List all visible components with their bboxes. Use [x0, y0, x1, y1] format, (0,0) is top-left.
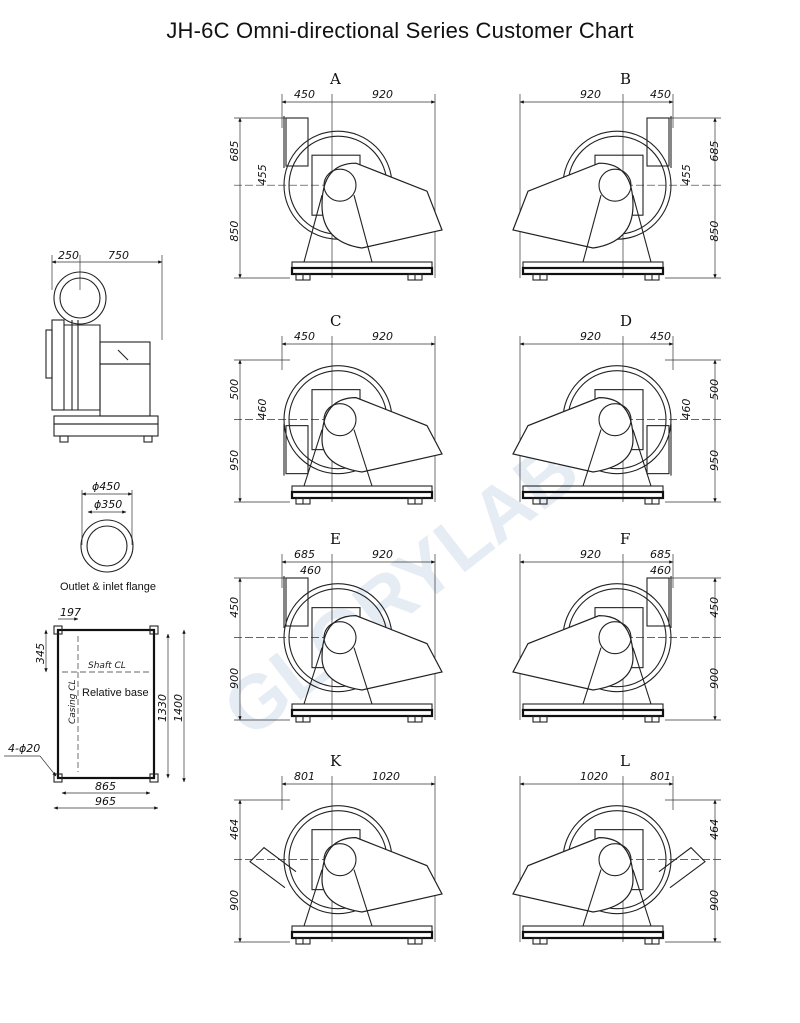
top-dim-left: 685 [294, 548, 315, 561]
base-plan: 197 345 Shaft CL Casing CL Relative base… [4, 606, 186, 810]
flange-caption: Outlet & inlet flange [60, 581, 156, 593]
top-dim-right: 450 [650, 330, 671, 343]
side-dim-right: 750 [108, 249, 129, 262]
shaft-cl-label: Shaft CL [88, 661, 126, 671]
height-dim-lower: 950 [708, 450, 721, 471]
inner-dim-horizontal: 460 [650, 564, 671, 577]
view-label: D [620, 312, 632, 330]
top-dim-right: 920 [372, 330, 393, 343]
height-dim-upper: 464 [228, 819, 241, 840]
view-f: F 920 685 450 900 460 [512, 530, 721, 723]
view-label: F [620, 530, 630, 548]
height-dim-upper: 450 [228, 597, 241, 618]
page-title: JH-6C Omni-directional Series Customer C… [166, 18, 634, 43]
top-dim-right: 920 [372, 88, 393, 101]
height-dim-lower: 900 [708, 668, 721, 689]
view-label: B [620, 70, 631, 88]
side-dim-left: 250 [58, 249, 79, 262]
view-label: L [620, 752, 630, 770]
base-outer-width: 965 [95, 795, 116, 808]
top-dim-left: 920 [580, 88, 601, 101]
inner-dim: 460 [680, 399, 693, 420]
relative-base-label: Relative base [82, 687, 149, 699]
height-dim-upper: 500 [708, 379, 721, 400]
view-c: C 450 920 500 950 460 [228, 312, 443, 505]
height-dim-lower: 850 [228, 221, 241, 242]
base-outer-height: 1400 [172, 694, 185, 722]
inner-dim: 455 [680, 164, 693, 185]
view-a: A 450 920 685 850 455 [228, 70, 443, 281]
top-dim-left: 920 [580, 330, 601, 343]
height-dim-lower: 900 [228, 668, 241, 689]
height-dim-upper: 500 [228, 379, 241, 400]
height-dim-upper: 685 [708, 141, 721, 162]
base-inner-width: 865 [95, 780, 116, 793]
height-dim-lower: 850 [708, 221, 721, 242]
base-inner-height: 1330 [156, 694, 169, 722]
view-b: B 920 450 685 850 455 [512, 70, 721, 281]
top-dim-left: 801 [294, 770, 315, 783]
view-l: L 1020 801 464 900 [512, 752, 721, 945]
flange-outer-dim: ϕ450 [92, 480, 120, 493]
height-dim-lower: 900 [708, 890, 721, 911]
height-dim-lower: 900 [228, 890, 241, 911]
top-dim-right: 920 [372, 548, 393, 561]
top-dim-right: 450 [650, 88, 671, 101]
view-label: A [329, 70, 341, 88]
base-holes-label: 4-ϕ20 [8, 742, 40, 755]
height-dim-upper: 685 [228, 141, 241, 162]
height-dim-upper: 450 [708, 597, 721, 618]
top-dim-right: 685 [650, 548, 671, 561]
inner-dim: 455 [256, 164, 269, 185]
top-dim-left: 450 [294, 330, 315, 343]
top-dim-left: 450 [294, 88, 315, 101]
view-k: K 801 1020 464 900 [228, 752, 443, 945]
inner-dim: 460 [256, 399, 269, 420]
flange-inner-dim: ϕ350 [94, 498, 122, 511]
top-dim-right: 1020 [372, 770, 400, 783]
casing-cl-label: Casing CL [68, 679, 78, 724]
side-view: 250 750 [45, 249, 163, 443]
top-dim-left: 920 [580, 548, 601, 561]
inner-dim-horizontal: 460 [300, 564, 321, 577]
base-dim-left: 345 [34, 643, 47, 664]
view-d: D 920 450 500 950 460 [512, 312, 721, 505]
flange-view: ϕ450 ϕ350 Outlet & inlet flange [60, 480, 156, 593]
view-label: C [330, 312, 341, 330]
top-dim-left: 1020 [580, 770, 608, 783]
view-e: E 685 920 450 900 460 [228, 530, 443, 723]
top-dim-right: 801 [650, 770, 671, 783]
view-label: E [330, 530, 341, 548]
base-dim-top: 197 [60, 606, 81, 619]
height-dim-upper: 464 [708, 819, 721, 840]
view-label: K [330, 752, 342, 770]
height-dim-lower: 950 [228, 450, 241, 471]
